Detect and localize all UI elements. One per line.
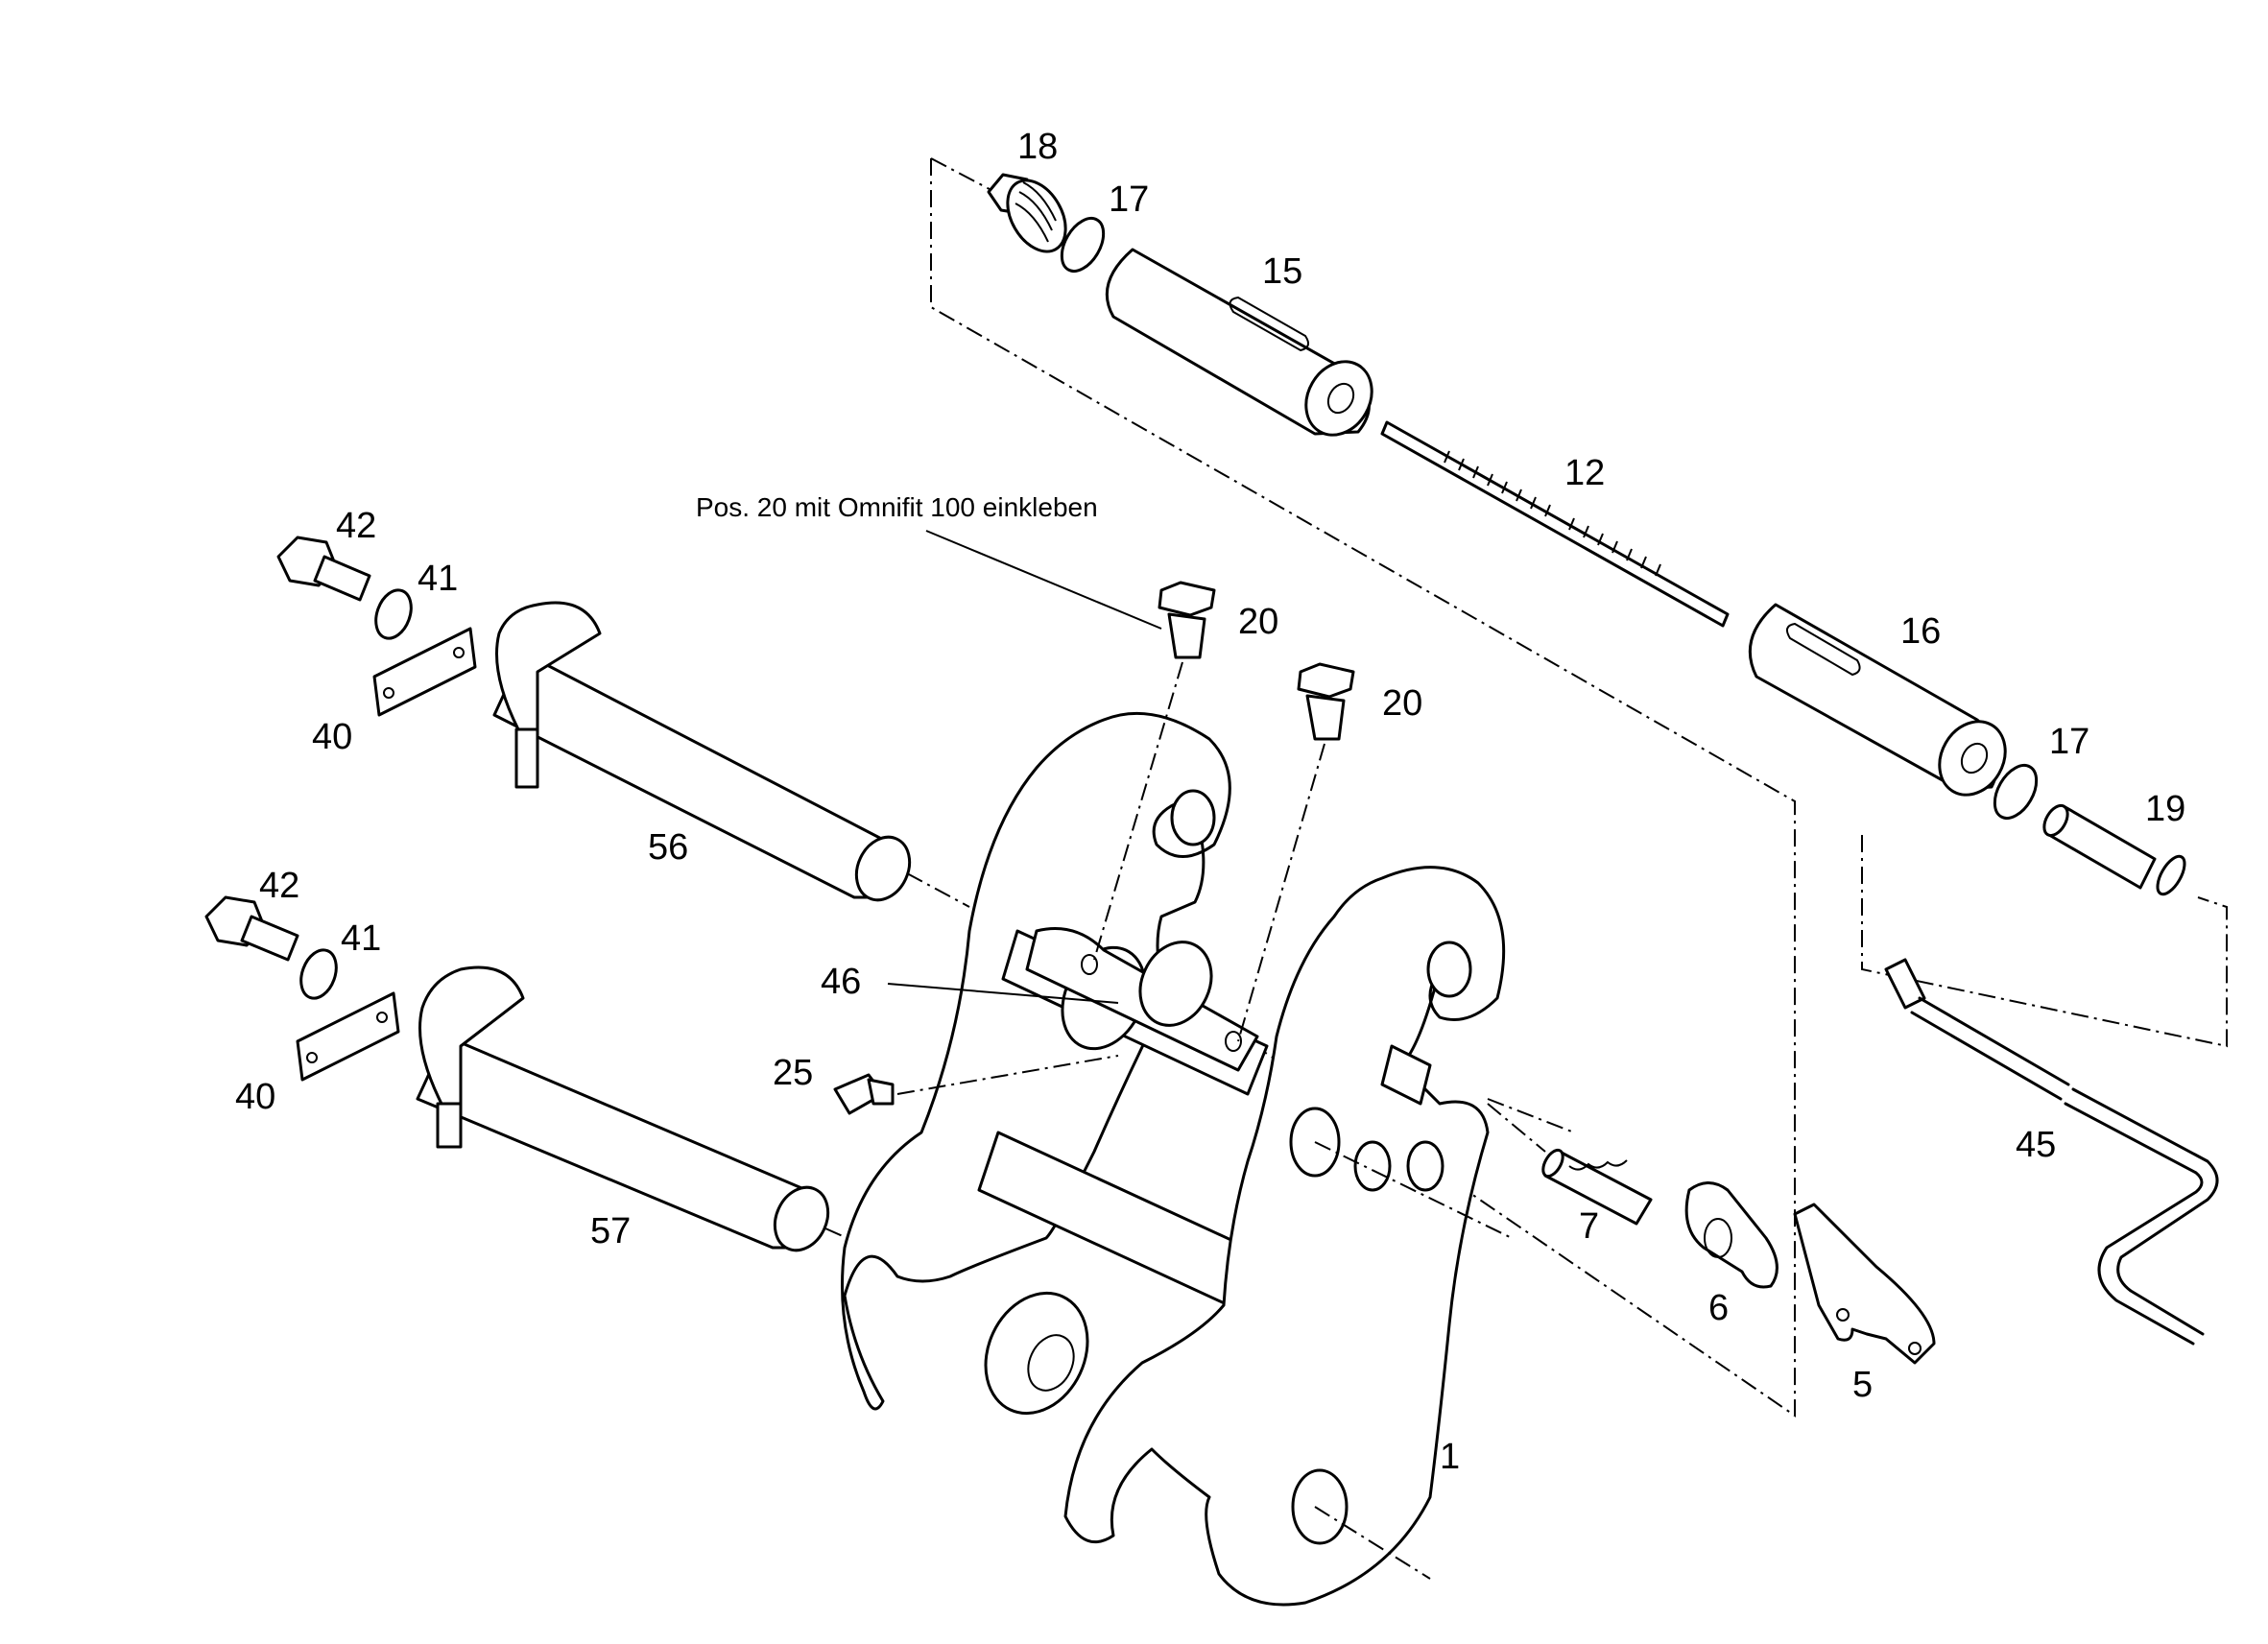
callout-40-lower: 40 [235,1077,275,1117]
part-46-cross-tube [1025,927,1259,1072]
callout-18: 18 [1017,127,1058,167]
part-20-bolt-right [1237,662,1355,1042]
part-18-plug-screw [987,173,1067,253]
leader-lines [887,530,1162,1004]
part-16-sleeve [1748,603,2007,797]
callout-57: 57 [590,1211,631,1251]
callout-15: 15 [1262,251,1302,292]
part-41-washer-upper [374,588,413,640]
callout-40-upper: 40 [312,717,352,757]
part-19-plug [2042,803,2186,896]
callout-19: 19 [2145,789,2185,829]
part-42-bolt-upper [276,536,371,602]
part-5-latch [1793,1203,1936,1365]
callout-25: 25 [773,1053,813,1093]
callout-1: 1 [1440,1437,1460,1477]
callout-12: 12 [1564,453,1605,493]
part-56-pin [492,601,970,908]
callout-6: 6 [1708,1288,1729,1328]
part-57-pin [416,965,870,1252]
part-25-grease-nipple [833,1055,1119,1115]
part-12-threaded-spindle [1380,420,1730,628]
assembly-bracket-upper [930,157,1796,1418]
callout-17-lower: 17 [2049,722,2089,762]
callout-41-lower: 41 [341,918,381,959]
assembly-bracket-right [1861,835,2228,1048]
part-17-o-ring-upper [1060,217,1106,273]
callout-7: 7 [1579,1206,1599,1247]
part-20-bolt-left [1093,581,1216,961]
callout-20-left: 20 [1238,602,1278,642]
callout-17-upper: 17 [1109,179,1149,220]
callout-41-upper: 41 [418,559,458,599]
part-17-o-ring-lower [1993,764,2039,820]
callout-46: 46 [821,962,861,1002]
part-7-spring-pin [1487,1103,1653,1226]
callout-20-right: 20 [1382,683,1422,724]
assembly-note: Pos. 20 mit Omnifit 100 einkleben [696,492,1098,522]
part-45-crank-handle [1884,958,2219,1346]
part-40-plate-lower [296,991,400,1082]
part-15-sleeve [1105,248,1373,437]
callout-42-lower: 42 [259,866,299,906]
part-6-clip [1684,1181,1779,1289]
callout-16: 16 [1900,611,1941,652]
part-1-main-frame [841,711,1575,1607]
callout-5: 5 [1852,1365,1873,1405]
part-42-bolt-lower [204,895,299,962]
position-callouts: 1 5 6 7 12 15 16 17 17 18 19 20 20 25 40… [235,127,2185,1477]
part-40-plate-upper [372,627,477,717]
part-41-washer-lower [299,948,338,1000]
callout-45: 45 [2016,1125,2056,1165]
callout-42-upper: 42 [336,506,376,546]
callout-56: 56 [648,827,688,868]
